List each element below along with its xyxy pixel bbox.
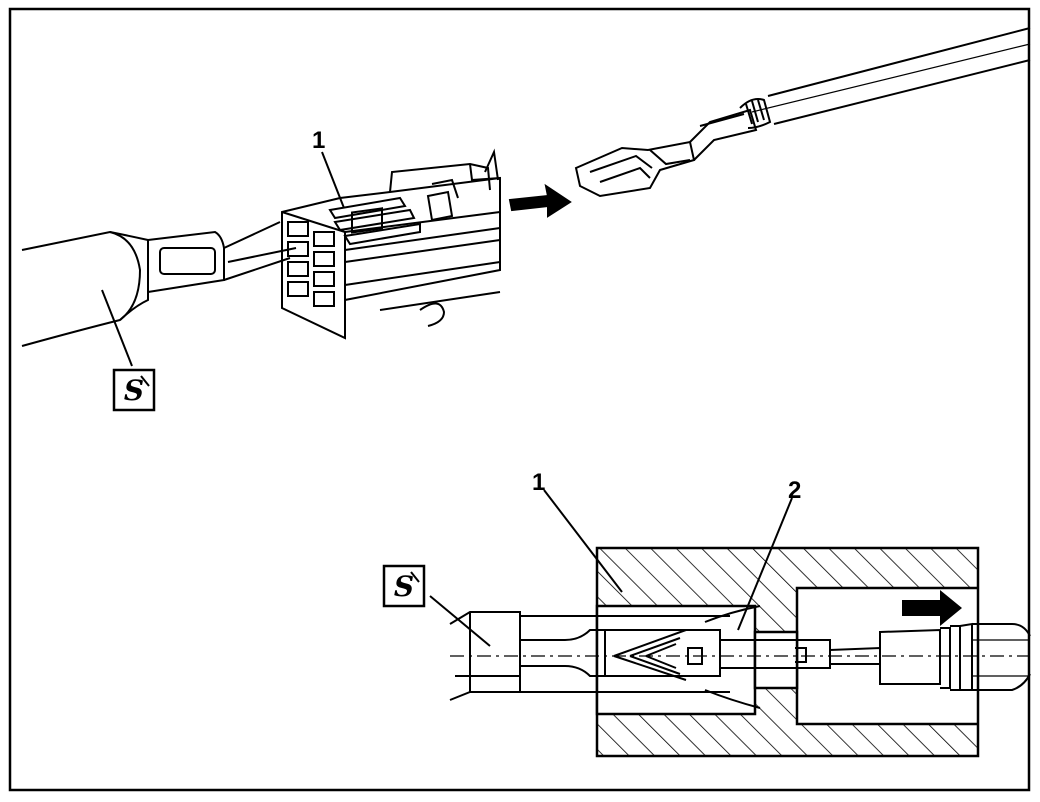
svg-text:S: S bbox=[124, 374, 144, 407]
callout-1-top: 1 bbox=[312, 127, 325, 154]
terminal-top bbox=[574, 98, 772, 198]
tool-tube-bottom bbox=[449, 611, 521, 701]
tool-symbol-leader-bottom bbox=[429, 595, 491, 647]
crimp-barrel bbox=[879, 628, 941, 685]
callout-1-bottom-leader bbox=[543, 489, 623, 593]
wire-cable-top bbox=[767, 27, 1031, 125]
tool-shaft-slot bbox=[159, 247, 216, 275]
top-view bbox=[21, 27, 1031, 367]
insert-direction-arrow bbox=[508, 183, 572, 218]
callout-1-bottom: 1 bbox=[532, 469, 545, 496]
housing-cavity bbox=[595, 604, 757, 716]
tool-tip bbox=[223, 221, 291, 281]
terminal-section bbox=[520, 629, 606, 677]
lock-tang bbox=[613, 629, 687, 681]
removal-tool-icon-bottom: S bbox=[382, 564, 426, 608]
callout-2-bottom: 2 bbox=[788, 477, 801, 504]
removal-tool-handle bbox=[21, 230, 142, 347]
callout-2-bottom-leader bbox=[737, 497, 793, 631]
tool-symbol-leader-top bbox=[101, 289, 133, 367]
bottom-section-view bbox=[429, 489, 1031, 758]
connector-housing-top bbox=[281, 148, 501, 340]
svg-text:S: S bbox=[394, 570, 414, 603]
tool-handle-collar bbox=[109, 231, 149, 321]
callout-1-top-leader bbox=[321, 151, 345, 209]
removal-tool-icon-top: S bbox=[112, 368, 156, 412]
pull-direction-arrow bbox=[902, 590, 962, 626]
